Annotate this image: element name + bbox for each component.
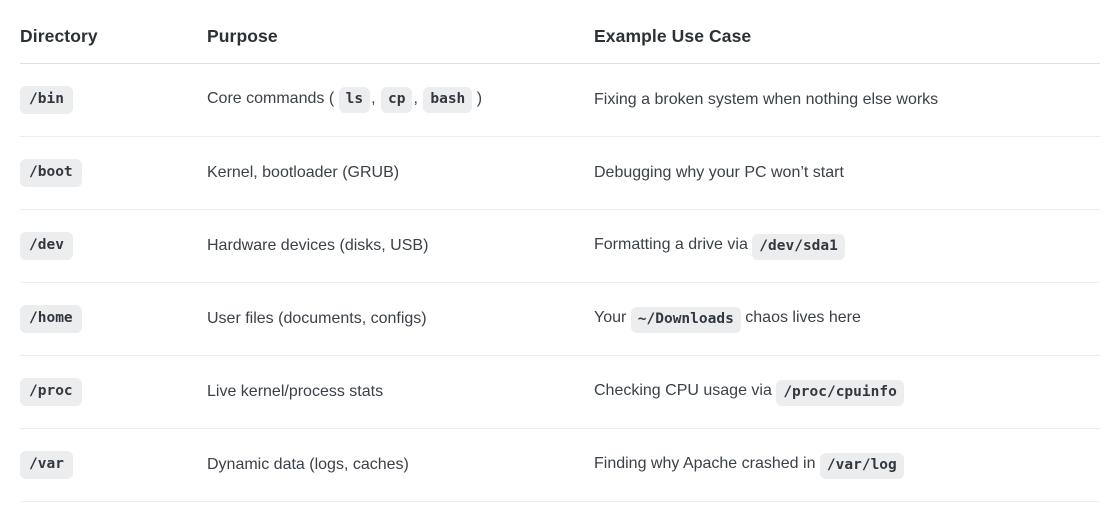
purpose-text: Live kernel/process stats [207, 383, 383, 400]
comma-separator: , [413, 90, 418, 108]
table-row: /boot Kernel, bootloader (GRUB) Debugging … [20, 136, 1100, 210]
example-suffix: chaos lives here [745, 309, 861, 327]
purpose-text: User files (documents, configs) [207, 310, 427, 327]
cell-directory: /proc [20, 355, 207, 429]
table-row: /dev Hardware devices (disks, USB) Formatt… [20, 209, 1100, 283]
column-header-purpose: Purpose [207, 0, 594, 64]
table-body: /bin Core commands ( ls, cp, bash ) Fixing… [20, 63, 1100, 502]
example-text: Debugging why your PC won’t start [594, 164, 844, 181]
directory-path-chip: /bin [20, 86, 73, 114]
cell-purpose: Hardware devices (disks, USB) [207, 209, 594, 283]
example-path-chip: /var/log [819, 453, 904, 479]
cell-example-use-case: Checking CPU usage via /proc/cpuinfo [594, 355, 1100, 429]
directory-path-chip: /home [20, 305, 82, 333]
comma-separator: , [371, 90, 376, 108]
cell-purpose: Core commands ( ls, cp, bash ) [207, 63, 594, 137]
example-prefix: Fixing a broken system when nothing else… [594, 91, 939, 109]
cell-purpose: Kernel, bootloader (GRUB) [207, 136, 594, 210]
purpose-label: User files (documents, configs) [207, 310, 427, 328]
cell-example-use-case: Formatting a drive via /dev/sda1 [594, 209, 1100, 283]
cell-directory: /dev [20, 209, 207, 283]
table-header-row: Directory Purpose Example Use Case [20, 0, 1100, 64]
example-prefix: Your [594, 309, 627, 327]
purpose-text: Kernel, bootloader (GRUB) [207, 164, 399, 181]
table-header: Directory Purpose Example Use Case [20, 0, 1100, 64]
cell-example-use-case: Your ~/Downloads chaos lives here [594, 282, 1100, 356]
cell-example-use-case: Finding why Apache crashed in /var/log [594, 428, 1100, 502]
cell-directory: /home [20, 282, 207, 356]
example-prefix: Debugging why your PC won’t start [594, 164, 844, 182]
example-text: Checking CPU usage via /proc/cpuinfo [594, 380, 904, 406]
command-chip: bash [423, 87, 473, 113]
command-chip: cp [380, 87, 413, 113]
purpose-text: Hardware devices (disks, USB) [207, 237, 428, 254]
example-prefix: Checking CPU usage via [594, 382, 772, 400]
table-row: /proc Live kernel/process stats Checking C… [20, 355, 1100, 429]
cell-purpose: User files (documents, configs) [207, 282, 594, 356]
directory-path-chip: /var [20, 451, 73, 479]
command-chip: ls [338, 87, 371, 113]
example-prefix: Finding why Apache crashed in [594, 455, 816, 473]
cell-example-use-case: Debugging why your PC won’t start [594, 136, 1100, 210]
example-text: Formatting a drive via /dev/sda1 [594, 234, 845, 260]
example-path-chip: ~/Downloads [630, 307, 741, 333]
purpose-label: Live kernel/process stats [207, 383, 384, 401]
column-header-example-use-case: Example Use Case [594, 0, 1100, 64]
directory-path-chip: /dev [20, 232, 73, 260]
purpose-label: Hardware devices (disks, USB) [207, 237, 429, 255]
purpose-text: Dynamic data (logs, caches) [207, 456, 409, 473]
cell-purpose: Live kernel/process stats [207, 355, 594, 429]
example-prefix: Formatting a drive via [594, 236, 748, 254]
cell-directory: /var [20, 428, 207, 502]
column-header-directory: Directory [20, 0, 207, 64]
cell-directory: /boot [20, 136, 207, 210]
purpose-text: Core commands ( ls, cp, bash ) [207, 87, 483, 113]
example-text: Your ~/Downloads chaos lives here [594, 307, 861, 333]
cell-example-use-case: Fixing a broken system when nothing else… [594, 63, 1100, 137]
directory-path-chip: /boot [20, 159, 82, 187]
purpose-open-paren: ( [328, 90, 335, 108]
purpose-close-paren: ) [476, 90, 483, 108]
table-row: /var Dynamic data (logs, caches) Finding w… [20, 428, 1100, 502]
purpose-label: Dynamic data (logs, caches) [207, 456, 409, 474]
directory-path-chip: /proc [20, 378, 82, 406]
table-row: /bin Core commands ( ls, cp, bash ) Fixing… [20, 63, 1100, 137]
table-row: /home User files (documents, configs) Your… [20, 282, 1100, 356]
purpose-label: Kernel, bootloader (GRUB) [207, 164, 400, 182]
purpose-label: Core commands [207, 90, 325, 108]
example-text: Fixing a broken system when nothing else… [594, 91, 938, 108]
cell-purpose: Dynamic data (logs, caches) [207, 428, 594, 502]
example-text: Finding why Apache crashed in /var/log [594, 453, 904, 479]
example-path-chip: /dev/sda1 [752, 234, 845, 260]
cell-directory: /bin [20, 63, 207, 137]
example-path-chip: /proc/cpuinfo [776, 380, 904, 406]
